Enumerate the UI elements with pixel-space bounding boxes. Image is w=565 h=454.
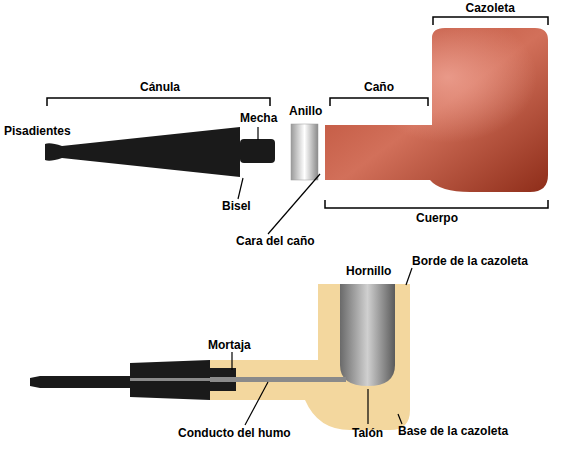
tenon: [240, 139, 275, 163]
pipe-body-shine: [325, 28, 548, 192]
part-label: Pisadientes: [4, 124, 71, 138]
part-label: Caño: [364, 80, 394, 94]
bowl-chamber: [340, 284, 395, 386]
stem: [45, 127, 240, 177]
part-label: Cara del caño: [236, 234, 315, 248]
leader-lines: [232, 268, 412, 425]
part-label: Cánula: [140, 80, 180, 94]
section-tenon: [210, 382, 236, 391]
part-label: Cuerpo: [416, 211, 458, 225]
part-label: Base de la cazoleta: [398, 424, 508, 438]
part-label: Bisel: [222, 199, 251, 213]
part-label: Cazoleta: [466, 1, 515, 15]
ring: [291, 124, 318, 180]
pipe-section-wood: [210, 284, 410, 430]
part-label: Talón: [352, 426, 383, 440]
leader-lines: [238, 127, 320, 234]
part-label: Mecha: [240, 111, 277, 125]
part-label: Conducto del humo: [178, 426, 291, 440]
part-label: Borde de la cazoleta: [412, 254, 528, 268]
part-label: Anillo: [289, 104, 322, 118]
pipe-body: [325, 28, 548, 192]
brackets: [47, 17, 548, 208]
part-label: Hornillo: [346, 264, 391, 278]
part-label: Mortaja: [208, 338, 251, 352]
stem-bore: [130, 378, 236, 381]
